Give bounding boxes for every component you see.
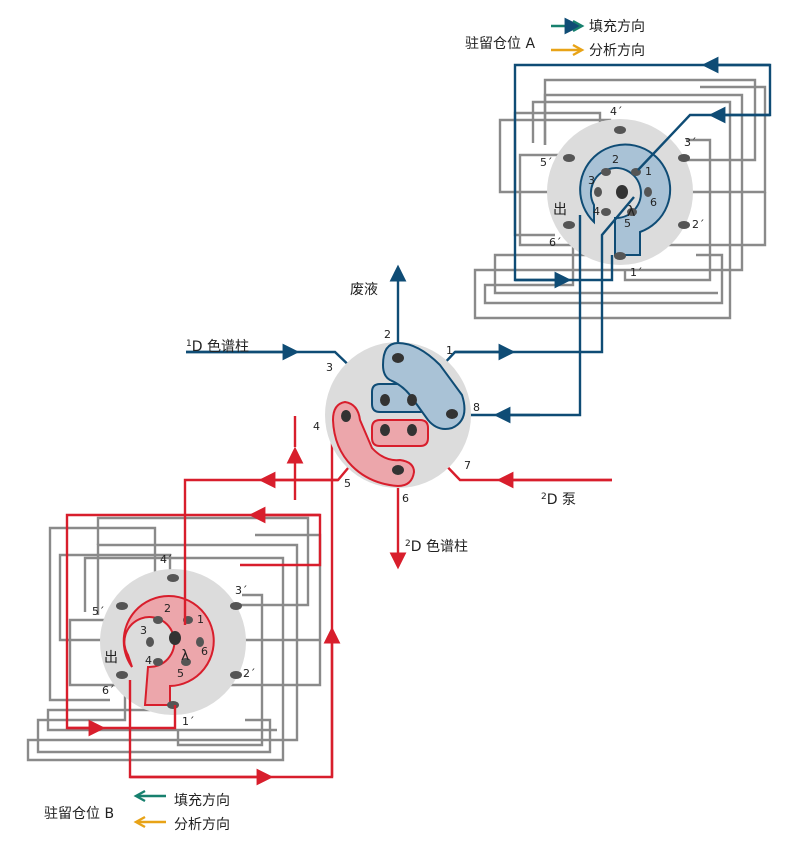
deck-a-port-2: 2 xyxy=(612,153,619,166)
deck-a-port-5p: 5´ xyxy=(540,156,553,169)
deck-a-valve: 2 1 3 6 4 5 4´ 3´ 5´ 2´ 6´ 1´ 出 λ xyxy=(540,105,705,279)
deck-a-port-4: 4 xyxy=(593,205,600,218)
deck-a-port-6p: 6´ xyxy=(549,236,562,249)
main-port-1: 1 xyxy=(446,344,453,357)
deck-a-port-4p: 4´ xyxy=(610,105,623,118)
deck-b-port-6p: 6´ xyxy=(102,684,115,697)
deck-b-port-3: 3 xyxy=(140,624,147,637)
column-2d-label: 2D 色谱柱 xyxy=(405,538,468,555)
deck-a-blue-channel xyxy=(579,143,672,256)
deck-a-outlet-label: 出 xyxy=(553,202,567,218)
waste-label: 废液 xyxy=(350,282,378,298)
deck-b-valve: 2 1 3 6 4 5 4´ 3´ 5´ 2´ 6´ 1´ 出 λ xyxy=(92,553,256,728)
deck-b-port-5p: 5´ xyxy=(92,605,105,618)
pump-2d-label: 2D 泵 xyxy=(541,492,576,508)
deck-b-port-4: 4 xyxy=(145,654,152,667)
main-port-4: 4 xyxy=(313,420,320,433)
legend-a-analysis-label: 分析方向 xyxy=(589,43,645,59)
deck-b-port-2p: 2´ xyxy=(243,667,256,680)
deck-a-outer-blue xyxy=(513,63,772,282)
deck-b-outer-red xyxy=(65,513,322,730)
main-port-2: 2 xyxy=(384,328,391,341)
legend-a-fill-label: 填充方向 xyxy=(589,19,645,35)
deck-b-port-6: 6 xyxy=(201,645,208,658)
column-1d-label: 1D 色谱柱 xyxy=(186,338,249,355)
deck-a-ports xyxy=(563,126,690,260)
deck-a-port-1: 1 xyxy=(645,165,652,178)
deck-b-lambda: λ xyxy=(181,648,189,664)
deck-a-port-6: 6 xyxy=(650,196,657,209)
legend-a: 驻留仓位 A 填充方向 分析方向 xyxy=(465,17,645,59)
main-port-5: 5 xyxy=(344,477,351,490)
legend-b-fill-label: 填充方向 xyxy=(174,793,230,809)
main-valve-ports xyxy=(341,353,458,475)
main-port-3: 3 xyxy=(326,361,333,374)
deck-b-port-3p: 3´ xyxy=(235,584,248,597)
legend-b-title: 驻留仓位 B xyxy=(44,806,114,822)
deck-a-lambda: λ xyxy=(627,204,635,220)
deck-a-port-1p: 1´ xyxy=(630,266,643,279)
blue-flow xyxy=(186,56,772,424)
deck-b-port-4p: 4´ xyxy=(160,553,173,566)
deck-a-center-port xyxy=(616,185,628,199)
deck-b-port-1p: 1´ xyxy=(182,715,195,728)
deck-a-gray-loops xyxy=(473,78,767,320)
legend-a-title: 驻留仓位 A xyxy=(465,36,535,52)
main-port-8: 8 xyxy=(473,401,480,414)
legend-b-analysis-label: 分析方向 xyxy=(174,817,230,833)
deck-a-port-3: 3 xyxy=(588,174,595,187)
deck-b-outlet-label: 出 xyxy=(104,650,118,666)
main-port-7: 7 xyxy=(464,459,471,472)
deck-b-port-5: 5 xyxy=(177,667,184,680)
deck-b-center-port xyxy=(169,631,181,645)
main-red-channel-b xyxy=(331,400,416,488)
main-valve: 1 2 3 4 5 6 7 8 xyxy=(313,328,480,505)
deck-b-port-2: 2 xyxy=(164,602,171,615)
deck-a-port-5: 5 xyxy=(624,217,631,230)
legend-b: 驻留仓位 B 填充方向 分析方向 xyxy=(44,789,230,833)
deck-a-port-2p: 2´ xyxy=(692,218,705,231)
main-blue-channel-b xyxy=(381,341,466,430)
main-port-6: 6 xyxy=(402,492,409,505)
deck-b-port-1: 1 xyxy=(197,613,204,626)
deck-b-ports xyxy=(116,574,242,709)
deck-b-red-channel xyxy=(122,595,215,706)
main-red-channel-a xyxy=(371,419,429,447)
deck-b-gray-loops xyxy=(26,516,322,762)
deck-a-port-3p: 3´ xyxy=(684,136,697,149)
